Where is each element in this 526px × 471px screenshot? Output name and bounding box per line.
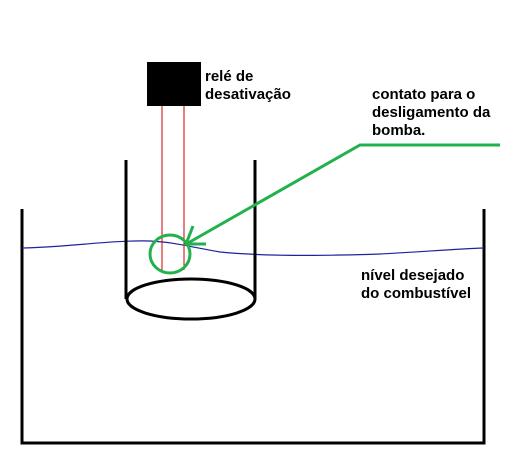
tube-bottom-ellipse bbox=[125, 277, 257, 321]
fuel-level-line bbox=[21, 240, 485, 256]
contact-label-line-2: desligamento da bbox=[372, 104, 491, 121]
contact-pointer-arrowhead bbox=[183, 225, 206, 246]
relay-label-line-1: relé de bbox=[205, 68, 254, 85]
contact-label-line-1: contato para o bbox=[372, 86, 476, 103]
fuel-level-label-line-2: do combustível bbox=[361, 285, 472, 302]
tank-outline bbox=[20, 209, 486, 445]
fuel-level-label: nível desejado do combustível bbox=[361, 267, 471, 303]
fuel-level-label-line-1: nível desejado bbox=[361, 267, 465, 284]
relay-label: relé de desativação bbox=[205, 68, 291, 104]
relay-label-line-2: desativação bbox=[205, 86, 291, 103]
contact-label-line-3: bomba. bbox=[372, 122, 426, 139]
relay-block bbox=[147, 62, 201, 106]
contact-highlight-circle bbox=[148, 233, 192, 275]
contact-label: contato para o desligamento da bomba. bbox=[372, 86, 490, 140]
contact-pointer-line bbox=[187, 143, 500, 245]
